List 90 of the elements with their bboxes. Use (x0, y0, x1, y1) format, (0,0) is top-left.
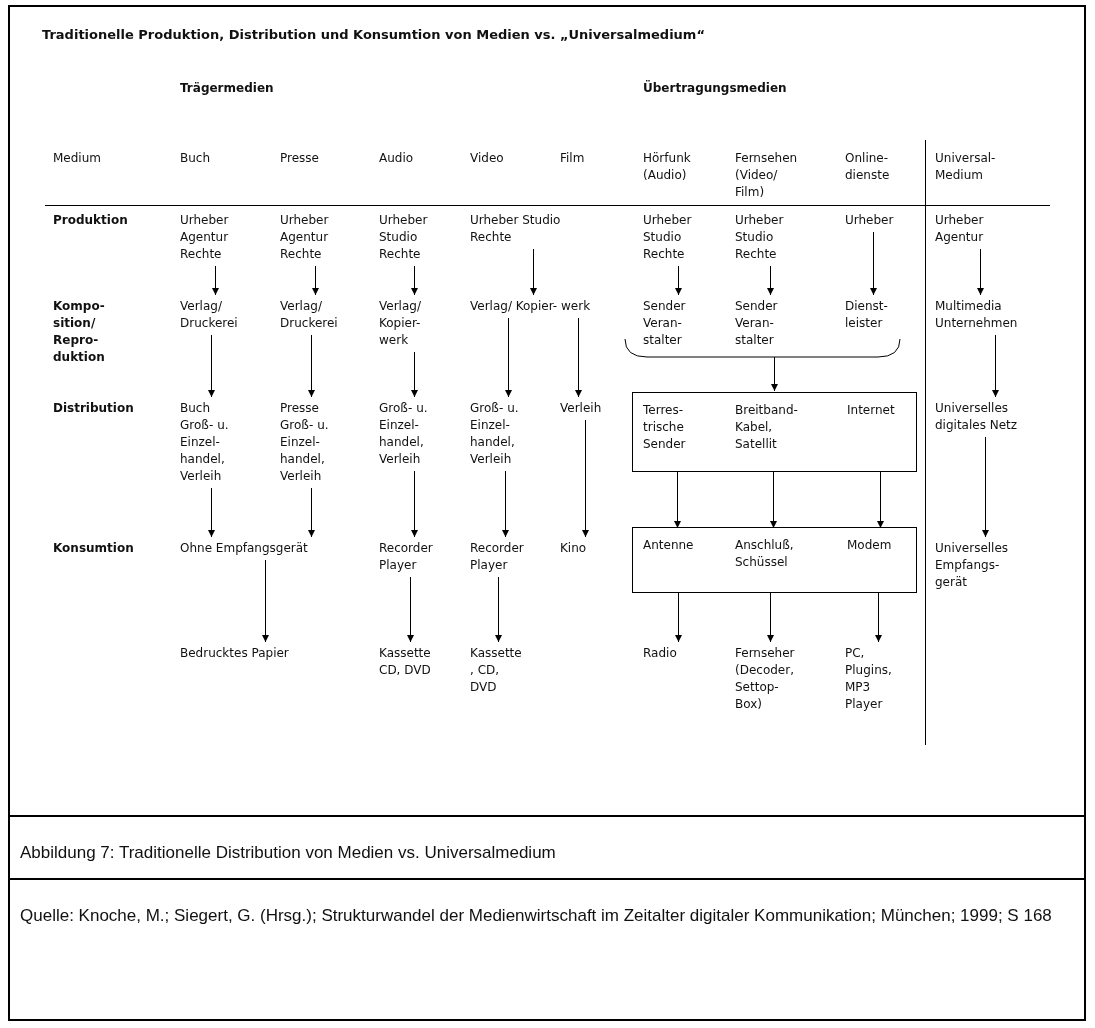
node-label: Urheber (845, 212, 915, 229)
node-label: Kassette , CD, DVD (470, 645, 526, 696)
node-label: Antenne (641, 528, 713, 592)
node-label: Terres- trische Sender (641, 393, 713, 471)
row-header: Konsumtion (53, 540, 135, 557)
node-label: Anschluß, Schüssel (733, 528, 813, 592)
node-label: Sender Veran- stalter (643, 298, 713, 349)
arrow (411, 265, 418, 296)
node-label: Urheber Agentur Rechte (280, 212, 350, 263)
arrow (770, 470, 777, 529)
arrow (575, 317, 582, 398)
node-label: Kino (560, 540, 610, 557)
node-label: Urheber Studio Rechte (735, 212, 810, 263)
arrow (875, 591, 882, 643)
arrow (502, 470, 509, 538)
arrow (208, 487, 215, 538)
arrow (308, 487, 315, 538)
node-label: Fernseher (Decoder, Settop- Box) (735, 645, 805, 713)
node-label: Urheber Studio Rechte (470, 212, 595, 246)
column-header: Buch (180, 150, 212, 167)
row-header: Produktion (53, 212, 129, 229)
arrow (767, 591, 774, 643)
arrow (212, 265, 219, 296)
node-label: Recorder Player (379, 540, 449, 574)
group-box (632, 392, 917, 472)
column-header: Online- dienste (845, 150, 891, 184)
node-label: Verlag/ Kopier- werk (470, 298, 595, 315)
arrow (411, 351, 418, 398)
arrow (505, 317, 512, 398)
node-label: Ohne Empfangsgerät (180, 540, 380, 557)
column-header: Video (470, 150, 505, 167)
node-label: Bedrucktes Papier (180, 645, 350, 662)
arrow (675, 265, 682, 296)
arrow (977, 248, 984, 296)
row-header: Distribution (53, 400, 135, 417)
node-label: Multimedia Unternehmen (935, 298, 1055, 332)
node-label: Urheber Agentur Rechte (180, 212, 250, 263)
section-heading: Trägermedien (180, 80, 275, 97)
node-label: Buch Groß- u. Einzel- handel, Verleih (180, 400, 242, 485)
arrow (262, 559, 269, 643)
node-label: Presse Groß- u. Einzel- handel, Verleih (280, 400, 342, 485)
arrow (582, 419, 589, 538)
arrow (675, 591, 682, 643)
node-label: Universelles Empfangs- gerät (935, 540, 1035, 591)
node-label: Dienst- leister (845, 298, 900, 332)
arrow (208, 334, 215, 398)
column-header: Audio (379, 150, 415, 167)
column-header: Universal- Medium (935, 150, 997, 184)
node-label: Sender Veran- stalter (735, 298, 805, 349)
column-header: Medium (53, 150, 102, 167)
node-label: Verleih (560, 400, 615, 417)
node-label: Verlag/ Druckerei (180, 298, 265, 332)
node-label: Verlag/ Kopier- werk (379, 298, 449, 349)
node-label: Verlag/ Druckerei (280, 298, 365, 332)
node-label: Urheber Agentur (935, 212, 1025, 246)
figure-caption: Abbildung 7: Traditionelle Distribution von Medien vs. Universalmedium (20, 842, 556, 864)
node-label: Modem (845, 528, 915, 592)
source-note: Quelle: Knoche, M.; Siegert, G. (Hrsg.); Strukturwandel der Medienwirtschaft im Zeitalter digitaler Kommunikation; München; 1999; S 168 (20, 905, 1053, 927)
arrow (992, 334, 999, 398)
column-header: Hörfunk (Audio) (643, 150, 692, 184)
arrow (411, 470, 418, 538)
node-label: Groß- u. Einzel- handel, Verleih (379, 400, 454, 468)
arrow (982, 436, 989, 538)
arrow (530, 248, 537, 296)
arrow (767, 265, 774, 296)
arrow (870, 231, 877, 296)
node-label: Universelles digitales Netz (935, 400, 1055, 434)
node-label: Internet (845, 393, 915, 471)
arrow (312, 265, 319, 296)
brace-arrow (624, 338, 901, 392)
arrow (308, 334, 315, 398)
row-header: Kompo- sition/ Repro- duktion (53, 298, 106, 366)
arrow (495, 576, 502, 643)
node-label: Breitband- Kabel, Satellit (733, 393, 813, 471)
section-heading: Übertragungsmedien (643, 80, 788, 97)
arrow (407, 576, 414, 643)
node-label: Radio (643, 645, 713, 662)
diagram-title: Traditionelle Produktion, Distribution und Konsumtion von Medien vs. „Universalmedium“ (42, 26, 705, 43)
node-label: Urheber Studio Rechte (379, 212, 449, 263)
group-box (632, 527, 917, 593)
column-header: Presse (280, 150, 320, 167)
node-label: PC, Plugins, MP3 Player (845, 645, 910, 713)
node-label: Recorder Player (470, 540, 540, 574)
column-header: Fernsehen (Video/ Film) (735, 150, 799, 201)
node-label: Kassette CD, DVD (379, 645, 441, 679)
arrow (877, 470, 884, 529)
node-label: Urheber Studio Rechte (643, 212, 718, 263)
node-label: Groß- u. Einzel- handel, Verleih (470, 400, 545, 468)
arrow (674, 470, 681, 529)
column-header: Film (560, 150, 586, 167)
